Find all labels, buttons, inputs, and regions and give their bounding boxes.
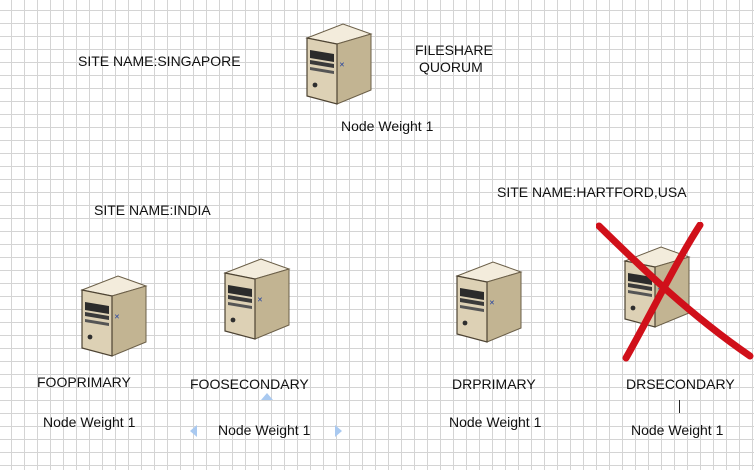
drsecondary-node-weight: Node Weight 1 [631, 422, 724, 438]
drprimary-server-icon[interactable]: ✕ [453, 258, 525, 346]
selection-handle-right-icon[interactable] [335, 425, 342, 437]
svg-text:✕: ✕ [489, 299, 495, 307]
fileshare-name-line1: FILESHARE [415, 42, 493, 58]
drsecondary-name: DRSECONDARY [626, 376, 735, 392]
red-x-cross-icon[interactable] [596, 222, 754, 362]
drprimary-name: DRPRIMARY [452, 376, 536, 392]
foosecondary-name: FOOSECONDARY [190, 376, 309, 392]
site-label-hartford: SITE NAME:HARTFORD,USA [497, 184, 687, 200]
foosecondary-node-weight[interactable]: Node Weight 1 [218, 422, 311, 438]
fileshare-server-icon[interactable]: ✕ [303, 20, 375, 108]
svg-text:✕: ✕ [114, 313, 120, 321]
fileshare-name-line2: QUORUM [419, 59, 483, 75]
fooprimary-name: FOOPRIMARY [37, 374, 131, 390]
fooprimary-server-icon[interactable]: ✕ [78, 272, 150, 360]
svg-text:✕: ✕ [339, 61, 345, 69]
connector-tick [679, 400, 680, 413]
site-label-india: SITE NAME:INDIA [94, 202, 211, 218]
fooprimary-node-weight: Node Weight 1 [43, 414, 136, 430]
fileshare-node-weight: Node Weight 1 [341, 118, 434, 134]
svg-text:✕: ✕ [257, 296, 263, 304]
foosecondary-server-icon[interactable]: ✕ [221, 255, 293, 343]
drprimary-node-weight: Node Weight 1 [449, 414, 542, 430]
selection-handle-up-icon[interactable] [261, 393, 273, 400]
selection-handle-left-icon[interactable] [190, 425, 197, 437]
site-label-singapore: SITE NAME:SINGAPORE [78, 53, 241, 69]
